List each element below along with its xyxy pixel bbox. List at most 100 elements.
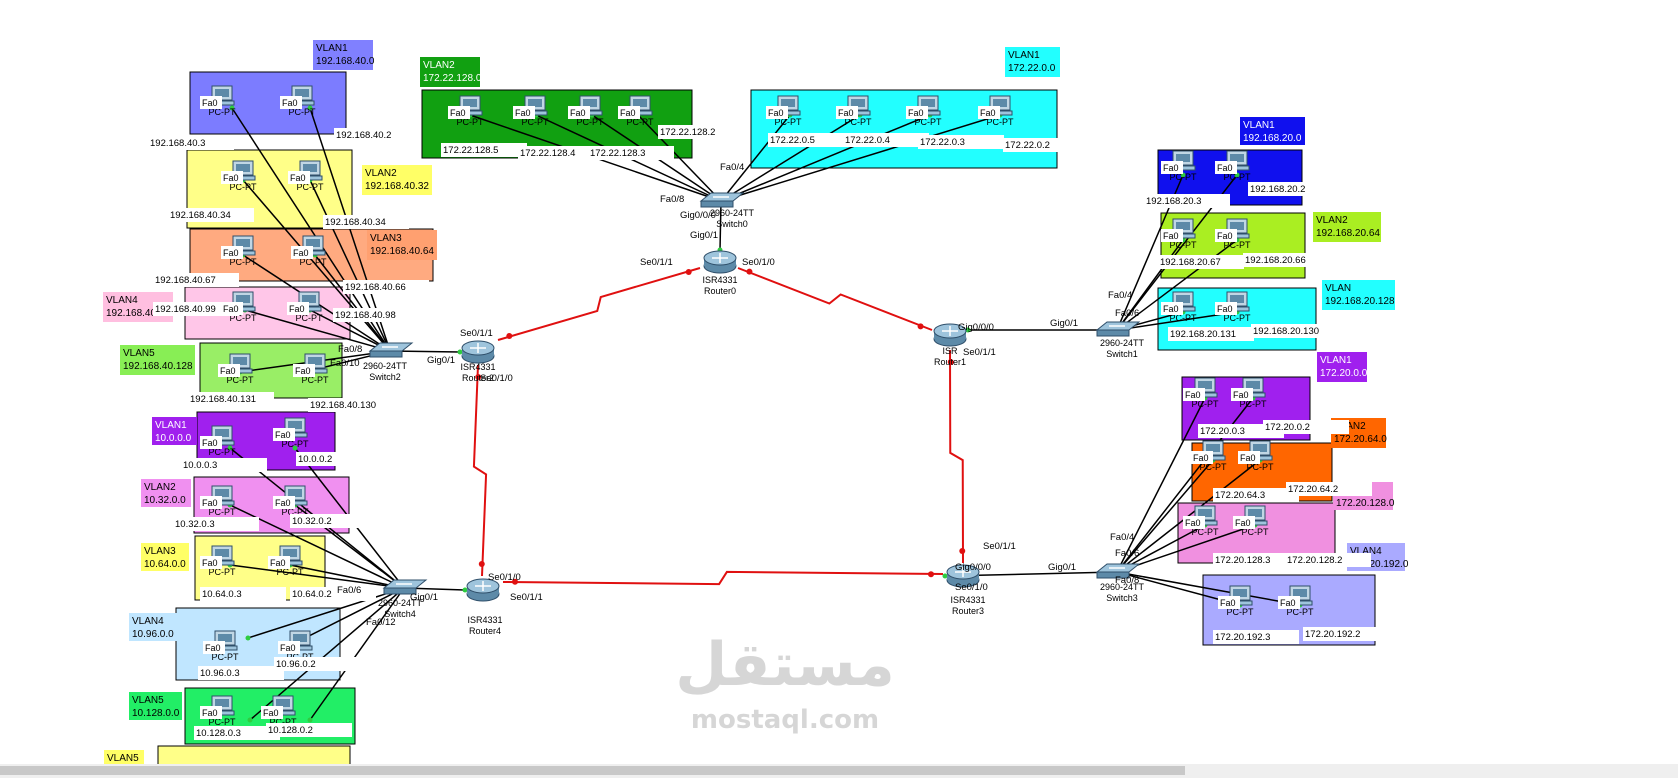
- link-status-light: [685, 269, 692, 276]
- port-fa0_4: Fa0/4: [720, 162, 744, 173]
- port-label-bg: [221, 171, 243, 184]
- pc-label: PC-PT: [1170, 313, 1198, 323]
- port-label-bg: [1161, 161, 1183, 174]
- ethernet-link: [720, 114, 1001, 202]
- ip-address: 192.168.20.130: [1253, 326, 1319, 337]
- pc-label: PC-PT: [915, 117, 943, 127]
- port-label-bg: [766, 106, 788, 119]
- ip-label-bg: [1263, 420, 1349, 434]
- port-label-bg: [200, 556, 222, 569]
- link-status-light: [511, 578, 518, 585]
- port-label-bg: [1233, 516, 1255, 529]
- ip-label-bg: [181, 458, 267, 472]
- link-status-light: [227, 445, 233, 451]
- switch-1-icon[interactable]: [1095, 321, 1141, 337]
- switch0-model: 2960-24TT: [710, 208, 755, 218]
- ip-label-bg: [1285, 553, 1371, 567]
- ip-address: 172.22.128.5: [443, 145, 498, 156]
- vlan-network: 192.168.40.32: [365, 181, 429, 192]
- port-se0_1_1: Se0/1/1: [983, 541, 1016, 552]
- pc-label: PC-PT: [987, 117, 1015, 127]
- link-status-light: [247, 717, 253, 723]
- port-label-bg: [273, 428, 295, 441]
- switch1-model: 2960-24TT: [1100, 338, 1145, 348]
- ip-label-bg: [343, 280, 429, 294]
- pc-label: PC-PT: [209, 507, 237, 517]
- ip-address: 192.168.40.34: [170, 210, 231, 221]
- ethernet-link: [720, 114, 931, 202]
- switch-4-icon[interactable]: [382, 579, 428, 595]
- port-fa0: Fa0: [768, 108, 784, 118]
- port-label-bg: [1183, 516, 1205, 529]
- pc-label: PC-PT: [1224, 313, 1252, 323]
- vlan-tag-l1: [313, 40, 373, 70]
- ip-address: 172.22.0.5: [770, 135, 815, 146]
- port-fa0_4: Fa0/4: [1108, 290, 1132, 301]
- vlan-tag-q1: [1317, 352, 1367, 382]
- watermark-latin: mostaql.com: [691, 705, 879, 735]
- port-label-bg: [1218, 596, 1240, 609]
- ethernet-link: [309, 587, 405, 721]
- port-label-bg: [291, 246, 313, 259]
- port-fa0: Fa0: [202, 498, 218, 508]
- port-fa0: Fa0: [202, 558, 218, 568]
- ip-address: 10.96.0.3: [200, 668, 240, 679]
- port-gig0_1: Gig0/1: [410, 592, 438, 603]
- router-4-icon[interactable]: [466, 578, 500, 602]
- pc-label: PC-PT: [296, 313, 324, 323]
- ip-label-bg: [1003, 138, 1089, 152]
- router-3-icon[interactable]: [946, 564, 980, 588]
- ip-address: 192.168.20.2: [1250, 184, 1305, 195]
- vlan-title: VLAN: [1325, 283, 1351, 294]
- ip-address: 172.22.0.2: [1005, 140, 1050, 151]
- ip-address: 10.0.0.2: [298, 454, 332, 465]
- router1-model: ISR: [942, 346, 958, 356]
- vlan-title: VLAN1: [316, 43, 348, 54]
- pc-label: PC-PT: [775, 117, 803, 127]
- port-label-bg: [1161, 302, 1183, 315]
- port-label-bg: [221, 302, 243, 315]
- switch-3-icon[interactable]: [1095, 563, 1141, 579]
- pc-label: PC-PT: [230, 257, 258, 267]
- port-label-bg: [273, 496, 295, 509]
- switch-2-icon[interactable]: [368, 342, 414, 358]
- port-fa0: Fa0: [570, 108, 586, 118]
- ip-address: 192.168.40.34: [325, 217, 386, 228]
- ip-label-bg: [334, 128, 420, 142]
- ip-label-bg: [290, 514, 376, 528]
- ip-label-bg: [1213, 630, 1299, 644]
- pc-label: PC-PT: [1192, 399, 1220, 409]
- router-2-icon[interactable]: [461, 340, 495, 364]
- port-se0_1_1: Se0/1/1: [460, 328, 493, 339]
- port-fa0: Fa0: [205, 643, 221, 653]
- port-label-bg: [288, 171, 310, 184]
- switch-0-icon[interactable]: [699, 192, 745, 208]
- router-1-icon[interactable]: [933, 323, 967, 347]
- port-fa0: Fa0: [202, 708, 218, 718]
- ip-label-bg: [290, 587, 376, 601]
- link-status-light: [746, 268, 753, 275]
- pc-label: PC-PT: [209, 447, 237, 457]
- vlan-tag-t2: [1005, 47, 1060, 77]
- vlan-tag-b6: [104, 750, 144, 766]
- port-fa0: Fa0: [202, 98, 218, 108]
- vlan-title: VLAN3: [144, 546, 176, 557]
- port-label-bg: [978, 106, 1000, 119]
- ip-address: 172.20.0.3: [1200, 426, 1245, 437]
- serial-link: [737, 267, 933, 331]
- port-fa0: Fa0: [293, 248, 309, 258]
- ip-label-bg: [323, 215, 409, 229]
- port-se0_1_0: Se0/1/0: [488, 572, 521, 583]
- ip-address: 192.168.20.66: [1245, 255, 1306, 266]
- port-label-bg: [221, 246, 243, 259]
- pc-label: PC-PT: [1242, 527, 1270, 537]
- vlan-title: VLAN5: [132, 695, 164, 706]
- port-label-bg: [278, 641, 300, 654]
- ip-address: 10.0.0.3: [183, 460, 217, 471]
- horizontal-scrollbar-thumb[interactable]: [0, 766, 1185, 775]
- router4-name: Router4: [469, 626, 501, 636]
- pc-label: PC-PT: [209, 567, 237, 577]
- port-gig0_0_0: Gig0/0/0: [955, 562, 991, 573]
- router-0-icon[interactable]: [703, 250, 737, 274]
- serial-link: [949, 349, 964, 564]
